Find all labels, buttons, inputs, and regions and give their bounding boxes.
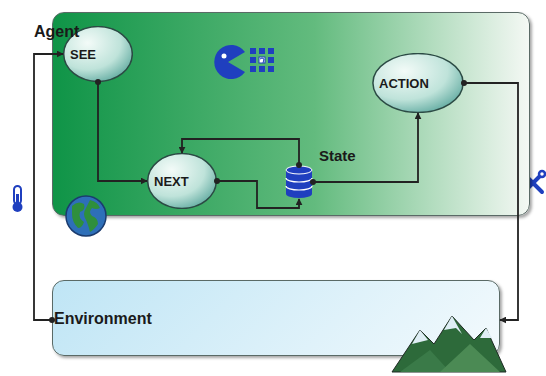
mountain-picture [392,316,506,372]
next-circle: NEXT [147,153,217,209]
state-store: State [285,165,313,199]
state-store-outline [285,165,313,199]
grid-icon [250,48,274,72]
node-label: Environment [54,310,152,328]
node-label: Agent [34,23,79,41]
pacman-icon [214,45,245,79]
action-ellipse: ACTION [372,53,464,113]
agent-box: AgentSEENEXTStateACTION [52,12,530,216]
node-label: ACTION [379,76,429,91]
node-label: NEXT [154,174,189,189]
globe-icon [66,196,106,236]
thermometer-icon [13,186,23,212]
node-label: SEE [70,47,96,62]
node-label: State [319,147,356,164]
environment-box: Environment [52,280,500,356]
